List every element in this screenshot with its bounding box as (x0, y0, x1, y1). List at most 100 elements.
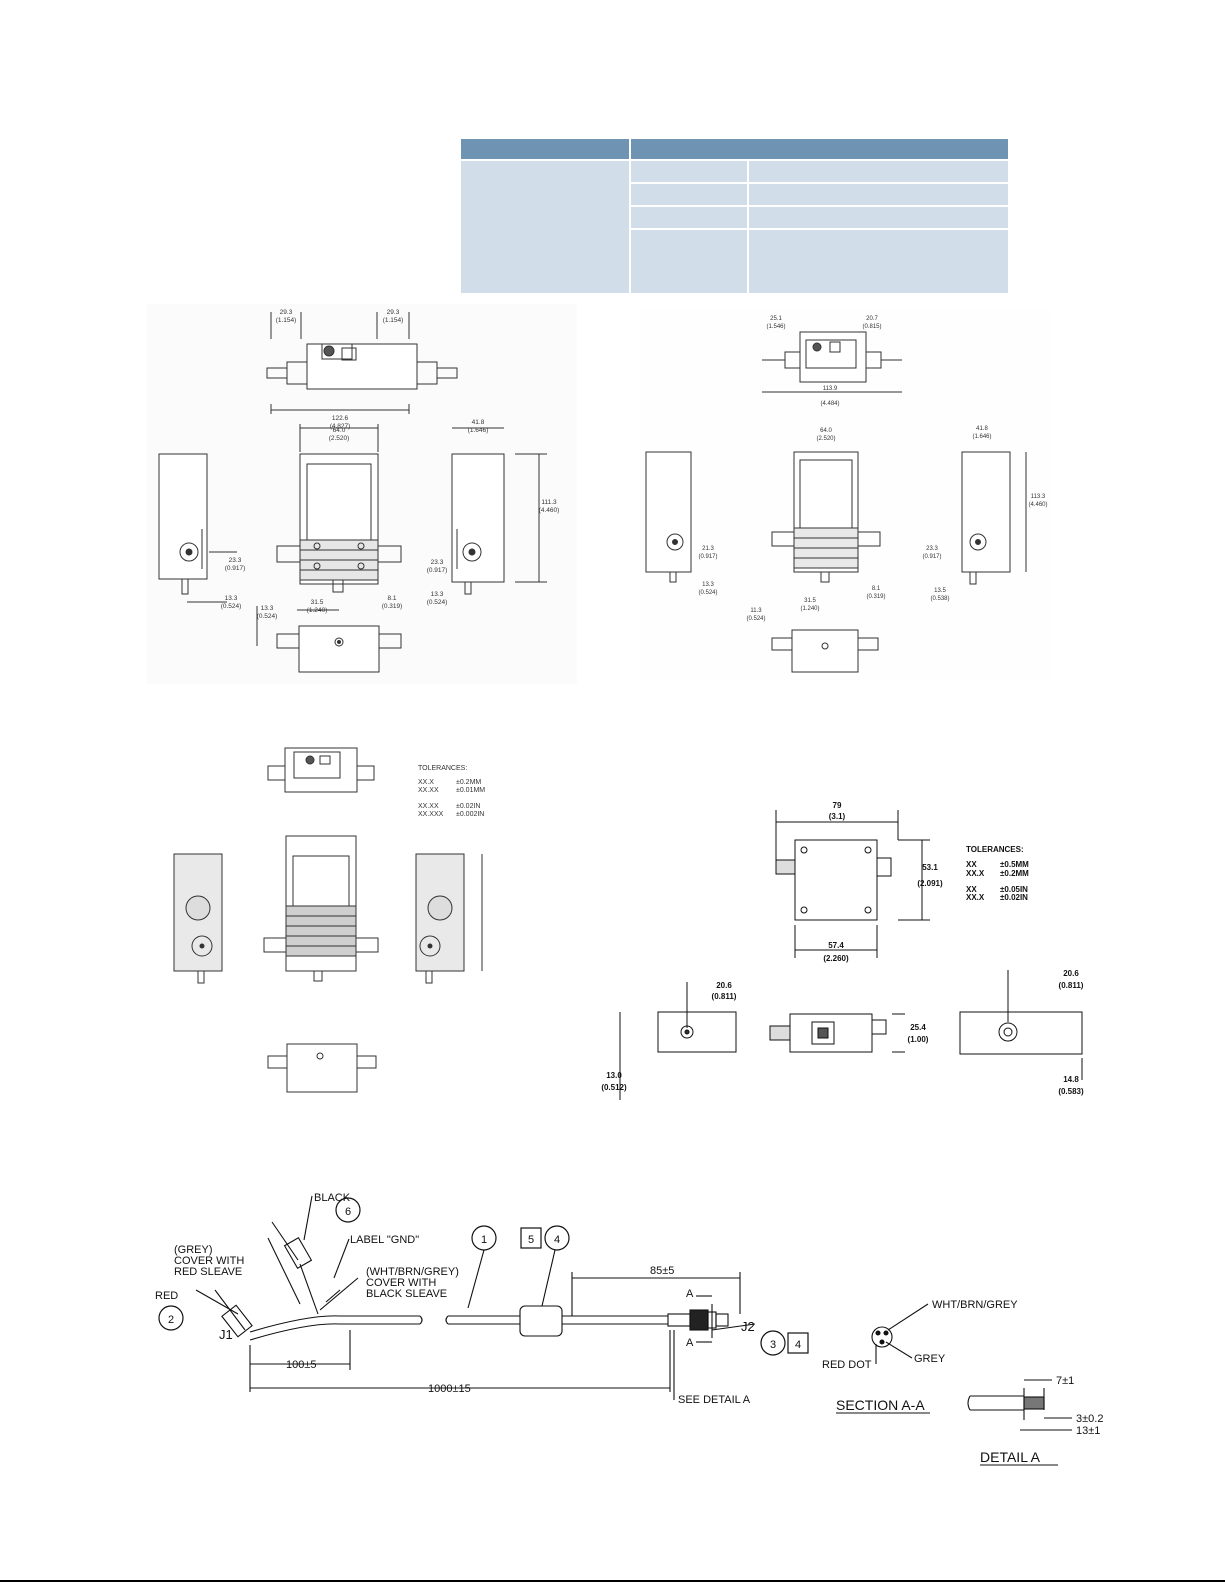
callout-4: 4 (554, 1234, 560, 1246)
dim-label: 20.6 (1063, 969, 1079, 978)
dim-label: (0.917) (427, 567, 448, 574)
tol-format: XX (966, 860, 977, 869)
spec-header-left (459, 137, 631, 161)
dim-85: 85±5 (650, 1265, 674, 1277)
dim-label: 13.5 (934, 588, 946, 594)
connector-j1: J1 (219, 1327, 233, 1342)
spec-cell (629, 228, 749, 295)
dim-label: (2.520) (816, 436, 835, 442)
spec-cell (747, 182, 1010, 207)
dim-label: (2.520) (329, 435, 350, 442)
wire-label-wbg: WHT/BRN/GREY (932, 1300, 1018, 1311)
dim-label: 113.9 (823, 386, 838, 392)
grey-lead-label: COVER WITH (174, 1255, 244, 1267)
tol-format: XX.X (966, 893, 985, 902)
tol-value: ±0.01MM (456, 787, 485, 794)
spec-cell (629, 159, 749, 184)
cable-drawing: BLACK 6 LABEL "GND" (GREY) COVER WITH RE… (155, 1192, 809, 1406)
dim-label: (0.524) (427, 599, 448, 606)
tol-value: ±0.002IN (456, 811, 484, 818)
wbg-lead-label: COVER WITH (366, 1277, 436, 1289)
dim-label: 14.8 (1063, 1075, 1079, 1084)
callout-6: 6 (345, 1206, 351, 1218)
dim-label: 122.6 (332, 415, 349, 422)
dim-label: (3.1) (829, 812, 846, 821)
dim-label: 25.4 (910, 1023, 926, 1032)
dim-label: (1.240) (800, 606, 819, 612)
dim-label: (1.154) (276, 317, 297, 324)
dim-label: (4.827) (330, 423, 351, 430)
dim-label: 53.1 (922, 863, 938, 872)
dim-label: 29.3 (280, 309, 293, 316)
connector-j2: J2 (741, 1319, 755, 1334)
spec-cell (629, 182, 749, 207)
tol-format: XX.X (418, 779, 434, 786)
spec-cell (747, 228, 1010, 295)
dim-label: (2.260) (823, 954, 849, 963)
tol-value: ±0.2MM (456, 779, 481, 786)
tolerances-title: TOLERANCES: (966, 845, 1024, 854)
dim-label: 8.1 (872, 586, 881, 592)
red-dot-label: RED DOT (822, 1359, 872, 1371)
section-mark-a: A (686, 1337, 694, 1349)
spec-cell (747, 205, 1010, 230)
section-detail: WHT/BRN/GREY GREY RED DOT SECTION A-A 7±… (822, 1300, 1103, 1466)
wbg-lead-label: BLACK SLEAVE (366, 1288, 447, 1300)
dim-7: 7±1 (1056, 1375, 1074, 1387)
dim-label: (1.646) (468, 427, 489, 434)
dim-label: (2.091) (917, 879, 943, 888)
dim-label: 13.0 (606, 1071, 622, 1080)
dim-label: 111.3 (541, 499, 557, 506)
tol-format: XX.XX (418, 787, 439, 794)
dim-label: (0.319) (382, 603, 403, 610)
page-bottom-rule (0, 1580, 1225, 1582)
spec-table (459, 137, 1010, 295)
spec-cell (747, 159, 1010, 184)
dim-label: 13.3 (702, 582, 714, 588)
dim-label: (0.917) (698, 554, 717, 560)
dim-label: (0.538) (930, 596, 949, 602)
dim-label: 23.3 (431, 559, 444, 566)
callout-3: 3 (770, 1339, 776, 1351)
dim-label: (0.811) (712, 992, 737, 1001)
detail-title: DETAIL A (980, 1449, 1041, 1465)
tol-value: ±0.02IN (456, 803, 480, 810)
tol-value: ±0.05IN (1000, 885, 1028, 894)
dim-label: (1.646) (972, 434, 991, 440)
dim-label: (0.524) (221, 603, 242, 610)
dim-label: 23.3 (229, 557, 242, 564)
dim-3: 3±0.2 (1076, 1413, 1103, 1425)
tol-value: ±0.2MM (1000, 869, 1029, 878)
dim-label: (0.319) (866, 594, 885, 600)
wbg-lead-label: (WHT/BRN/GREY) (366, 1266, 459, 1278)
tol-format: XX (966, 885, 977, 894)
callout-1: 1 (481, 1234, 487, 1246)
dim-label: (0.815) (862, 324, 881, 330)
section-mark-a: A (686, 1288, 694, 1300)
dim-100: 100±5 (286, 1359, 317, 1371)
dim-label: 20.7 (866, 316, 878, 322)
dim-label: (0.512) (601, 1083, 627, 1092)
dim-label: 21.3 (702, 546, 714, 552)
cable-label-black: BLACK (314, 1192, 351, 1204)
tol-value: ±0.5MM (1000, 860, 1029, 869)
callout-2: 2 (168, 1314, 174, 1326)
tol-format: XX.X (966, 869, 985, 878)
dim-label: 64.0 (820, 428, 832, 434)
drawing-c: TOLERANCES: XX.X ±0.2MM XX.XX ±0.01MM XX… (173, 747, 485, 1093)
dim-label: (4.484) (820, 401, 839, 407)
dim-label: (0.524) (698, 590, 717, 596)
dim-label: 64.0 (333, 427, 346, 434)
dim-label: (4.460) (1028, 502, 1047, 508)
callout-box-4: 4 (795, 1339, 801, 1351)
dim-label: (0.524) (746, 616, 765, 622)
dim-label: 31.5 (804, 598, 816, 604)
dim-label: 41.8 (472, 419, 485, 426)
tol-format: XX.XXX (418, 811, 444, 818)
dim-label: (0.917) (225, 565, 246, 572)
dim-label: (0.583) (1058, 1087, 1084, 1096)
tolerances-title: TOLERANCES: (418, 765, 467, 772)
red-lead-label: RED (155, 1290, 178, 1302)
dim-label: 57.4 (828, 941, 844, 950)
wire-label-grey: GREY (914, 1353, 946, 1365)
